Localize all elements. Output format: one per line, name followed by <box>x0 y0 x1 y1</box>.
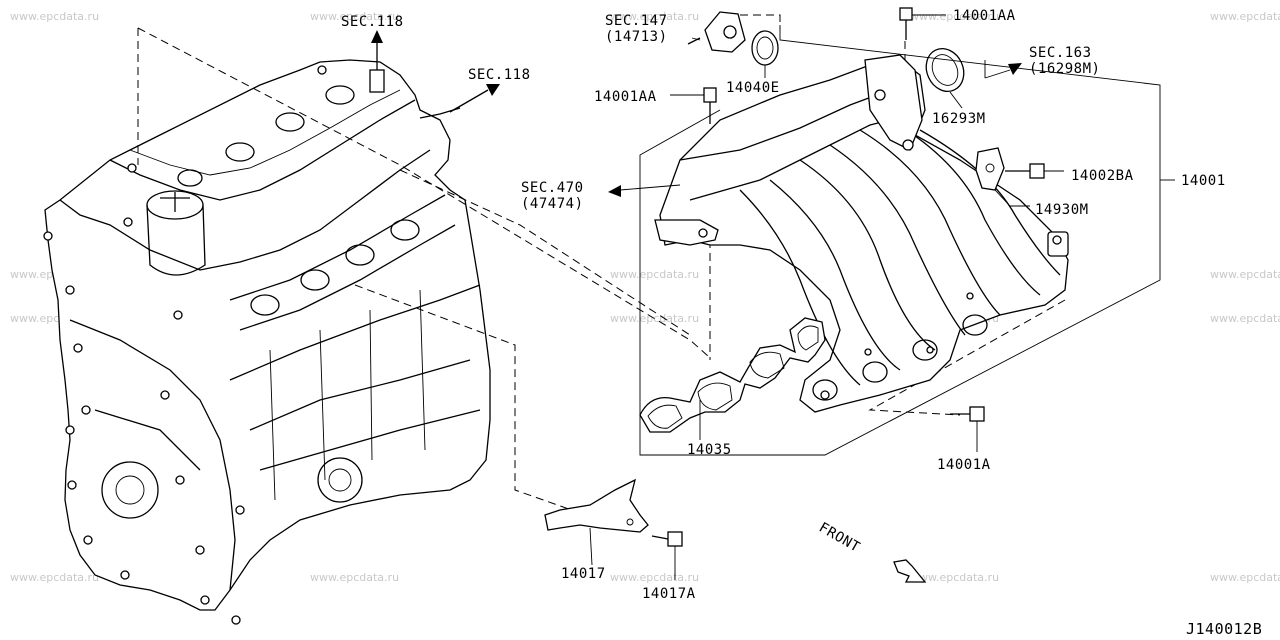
label-sec147[interactable]: SEC.147 <box>605 13 668 29</box>
watermark-text: www.epcdata.ru <box>1210 268 1280 281</box>
bolt-14017A <box>651 531 683 580</box>
watermark-text: www.epcdata.ru <box>610 10 699 23</box>
label-front: FRONT <box>816 520 863 556</box>
watermark-text: www.epcdata.ru <box>310 571 399 584</box>
label-sec147-sub: (14713) <box>605 29 668 45</box>
bolt-14001AA-left <box>670 87 717 124</box>
gasket-14035 <box>639 317 826 433</box>
watermark-text: www.epcdata.ru <box>910 571 999 584</box>
intake-manifold-drawing <box>654 54 1069 413</box>
bolt-14001AA-top <box>899 7 946 40</box>
dashed-leaders <box>137 14 1066 521</box>
watermark-text: www.epcdata.ru <box>610 268 699 281</box>
label-sec470[interactable]: SEC.470 <box>521 180 584 196</box>
label-14002BA[interactable]: 14002BA <box>1071 168 1134 184</box>
label-14035[interactable]: 14035 <box>687 442 732 458</box>
sec118-arrows <box>371 30 500 113</box>
label-14001[interactable]: 14001 <box>1181 173 1226 189</box>
label-sec163-sub: (16298M) <box>1029 61 1100 77</box>
sensor-14930M <box>975 147 1011 207</box>
engine-block-drawing <box>43 59 491 625</box>
label-sec470-sub: (47474) <box>521 196 584 212</box>
watermark-text: www.epcdata.ru <box>1210 312 1280 325</box>
label-14017A[interactable]: 14017A <box>642 586 696 602</box>
label-14930M[interactable]: 14930M <box>1035 202 1089 218</box>
label-14001A[interactable]: 14001A <box>937 457 991 473</box>
part-labels: SEC.118 SEC.118 SEC.147 (14713) 14001AA … <box>341 8 1262 638</box>
bolt-14002BA <box>1005 163 1064 179</box>
watermark-text: www.epcdata.ru <box>910 10 999 23</box>
bolt-14001A <box>950 406 985 452</box>
watermark-text: www.epcdata.ru <box>1210 10 1280 23</box>
assembly-frame-14001 <box>639 25 1175 456</box>
label-sec118-right[interactable]: SEC.118 <box>468 67 531 83</box>
leader-lines <box>608 37 1030 440</box>
label-14017[interactable]: 14017 <box>561 566 606 582</box>
watermark-text: www.epcdata.ru <box>310 10 399 23</box>
label-14001AA-top[interactable]: 14001AA <box>953 8 1016 24</box>
bracket-14017 <box>544 478 649 566</box>
label-sec163[interactable]: SEC.163 <box>1029 45 1092 61</box>
watermark-text: www.epcdata.ru <box>1210 571 1280 584</box>
diagram-code: J140012B <box>1186 620 1262 638</box>
front-arrow <box>893 559 927 583</box>
engine-bolts <box>43 65 327 625</box>
label-14040E[interactable]: 14040E <box>726 80 780 96</box>
watermark-text: www.epcdata.ru <box>10 10 99 23</box>
part-14713-sensor <box>687 11 746 53</box>
gasket-16293M <box>925 48 965 109</box>
label-14001AA-left[interactable]: 14001AA <box>594 89 657 105</box>
watermark-text: www.epcdata.ru <box>10 571 99 584</box>
gasket-14040E <box>751 30 779 78</box>
watermark-text: www.epcdata.ru <box>610 571 699 584</box>
label-16293M[interactable]: 16293M <box>932 111 986 127</box>
label-sec118-top[interactable]: SEC.118 <box>341 14 404 30</box>
